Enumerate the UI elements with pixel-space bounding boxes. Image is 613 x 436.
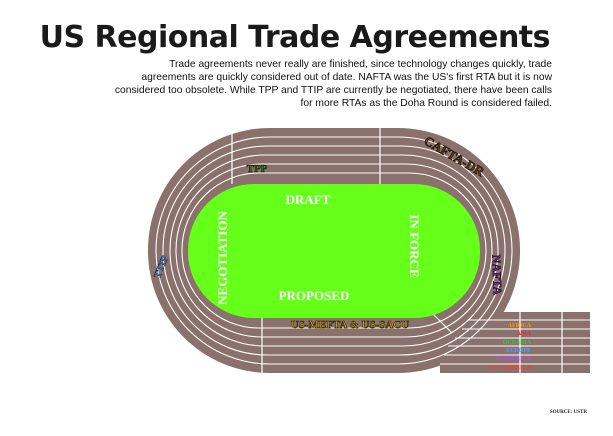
label-proposed: PROPOSED [279, 288, 350, 303]
label-negotiation: NEGOTIATION [215, 211, 230, 305]
description-text: Trade agreements never really are finish… [114, 59, 552, 109]
label-in-force: IN FORCE [407, 214, 422, 277]
start-lines [231, 128, 563, 373]
infield [188, 184, 480, 318]
legend-asia: ASIA [517, 331, 532, 337]
legend-europe: EUROPE [506, 348, 531, 354]
page-title: US Regional Trade Agreements [39, 20, 551, 55]
lane-lines [155, 136, 513, 365]
region-legend: AFRICA ASIA OCEANIA EUROPE N.AMERICA C/S… [491, 323, 532, 371]
legend-oceania: OCEANIA [503, 340, 532, 346]
lane-label-us-mefta: US-MEFTA & US-SACU [291, 319, 409, 331]
strip-lane-lines [440, 319, 590, 365]
source-note: SOURCE: USTR [549, 410, 587, 415]
legend-csamerica: C/S AMERICA [491, 365, 532, 371]
lane-label-nafta: NAFTA [489, 254, 504, 295]
lane-label-tpp: TPP [247, 163, 268, 175]
infield-labels: DRAFT PROPOSED NEGOTIATION IN FORCE [215, 192, 422, 305]
legend-namerica: N.AMERICA [496, 356, 532, 362]
legend-africa: AFRICA [508, 323, 532, 329]
label-draft: DRAFT [286, 192, 331, 207]
